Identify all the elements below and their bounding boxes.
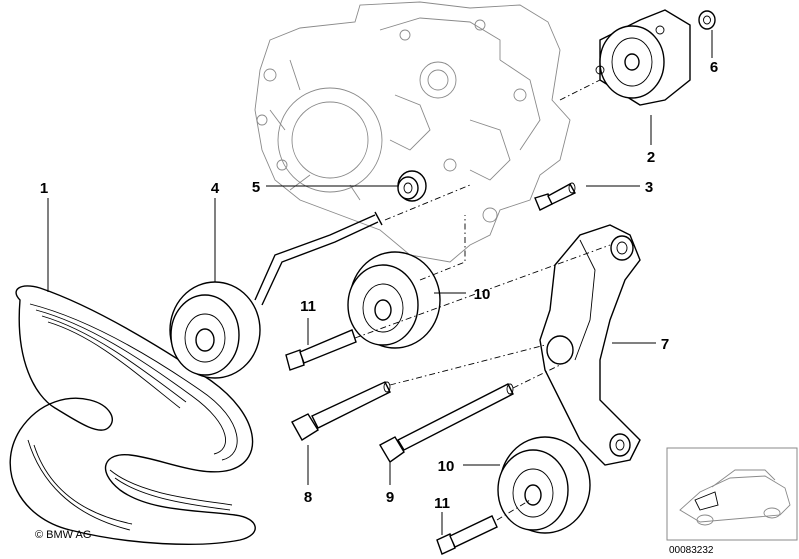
callout-10-lower: 10 <box>438 458 455 475</box>
pulley-bracket <box>539 224 641 466</box>
idler-unit <box>595 9 691 106</box>
spacer-bush <box>397 170 427 202</box>
callout-1: 1 <box>40 180 48 197</box>
idler-pulley-upper <box>347 251 441 349</box>
callout-10-upper: 10 <box>474 286 491 303</box>
copyright-notice: © BMW AG <box>35 529 91 541</box>
assembly-centerlines <box>354 79 611 521</box>
short-bolt <box>534 182 576 211</box>
engine-block-ghost <box>254 1 571 263</box>
callout-5: 5 <box>252 179 260 196</box>
hex-nut <box>698 10 716 30</box>
document-number: 00083232 <box>669 545 714 556</box>
callout-7: 7 <box>661 336 669 353</box>
long-bolt-9 <box>379 383 514 464</box>
callout-3: 3 <box>645 179 653 196</box>
leader-lines <box>47 30 713 535</box>
callout-8: 8 <box>304 489 312 506</box>
pulley-bolt-lower <box>436 515 498 555</box>
callout-11-upper: 11 <box>300 298 316 315</box>
long-bolt-8 <box>291 381 391 441</box>
ribbed-belt <box>9 285 256 546</box>
idler-pulley-lower <box>497 436 591 534</box>
tensioner-pulley-assembly <box>169 211 383 379</box>
callout-11-lower: 11 <box>434 495 450 512</box>
vehicle-thumbnail <box>666 447 798 541</box>
pulley-bolt-upper <box>285 329 357 371</box>
callout-6: 6 <box>710 59 718 76</box>
callout-9: 9 <box>386 489 394 506</box>
callout-2: 2 <box>647 149 655 166</box>
callout-4: 4 <box>211 180 220 197</box>
